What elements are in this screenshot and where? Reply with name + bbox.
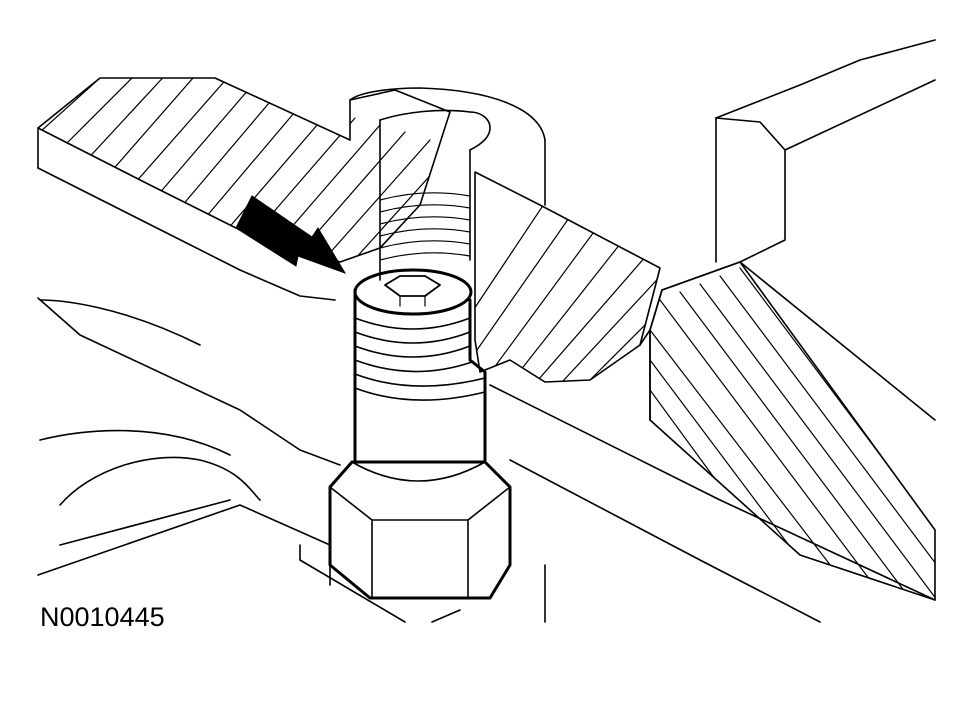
figure-id-label: N0010445 (40, 602, 165, 632)
center-section-face (474, 171, 661, 383)
direction-arrow-icon (235, 195, 347, 274)
bolt (328, 268, 512, 600)
bolt-hex-nut (328, 460, 512, 600)
hex-socket-icon (384, 275, 441, 297)
lower-housing-outline (37, 127, 341, 466)
left-section-block (37, 77, 451, 263)
lower-left-block (37, 456, 406, 623)
threaded-bore (349, 87, 546, 281)
bolt-thread (353, 268, 487, 462)
right-housing (639, 39, 936, 601)
housing-lower-edges (431, 384, 936, 623)
